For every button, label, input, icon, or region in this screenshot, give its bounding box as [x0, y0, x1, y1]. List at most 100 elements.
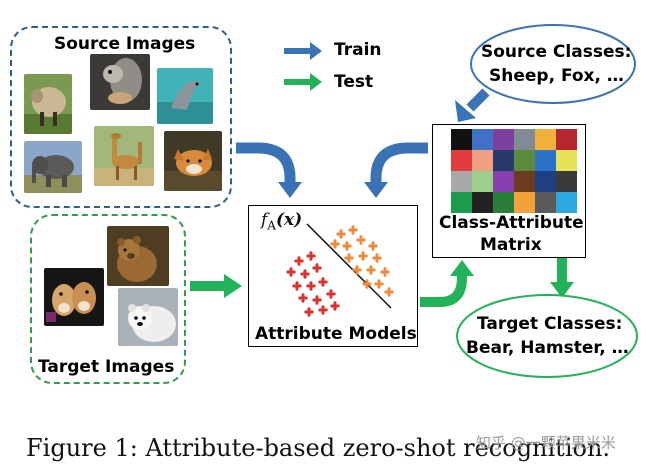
attribute-models-label: Attribute Models: [255, 324, 417, 344]
matrix-cell: [514, 192, 535, 213]
cross-marker: [298, 293, 308, 303]
cross-marker: [286, 267, 296, 277]
source-images-label: Source Images: [54, 34, 196, 54]
matrix-cell: [514, 129, 535, 150]
cross-marker: [330, 301, 340, 311]
source-images-group: [10, 26, 232, 208]
cross-marker: [330, 239, 340, 249]
cross-marker: [318, 305, 328, 315]
matrix-cell: [493, 129, 514, 150]
class-attribute-matrix-panel: Class-Attribute Matrix: [432, 124, 586, 258]
cross-marker: [368, 241, 378, 251]
source-classes-title: Source Classes:: [481, 42, 632, 62]
cross-marker: [336, 229, 346, 239]
cross-marker: [348, 225, 358, 235]
cross-marker: [326, 289, 336, 299]
test-arrow-models-to-matrix: [420, 274, 467, 307]
matrix-cell: [535, 192, 556, 213]
matrix-cell: [472, 129, 493, 150]
attribute-model-formula: fA(x): [261, 210, 302, 232]
target-images-group: [30, 214, 186, 384]
matrix-cell: [535, 171, 556, 192]
matrix-title-line2: Matrix: [480, 235, 542, 255]
formula-argument: (x): [275, 210, 303, 230]
matrix-cell: [451, 150, 472, 171]
cross-marker: [362, 279, 372, 289]
target-classes-ellipse: [456, 294, 638, 378]
matrix-cell: [451, 192, 472, 213]
cross-marker: [380, 267, 390, 277]
cross-marker: [300, 269, 310, 279]
watermark: 知乎 @一颗苹果米米: [476, 434, 616, 452]
hamster-photo: [44, 268, 104, 326]
matrix-cell: [514, 171, 535, 192]
matrix-cell: [472, 150, 493, 171]
cross-marker: [384, 287, 394, 297]
cross-marker: [372, 253, 382, 263]
cross-marker: [312, 263, 322, 273]
matrix-cell: [514, 150, 535, 171]
train-arrow-source-to-models: [236, 142, 296, 184]
matrix-cell: [556, 150, 577, 171]
train-arrow-classes-to-matrix: [466, 88, 490, 112]
squirrel-photo: [90, 54, 150, 110]
cross-marker: [304, 307, 314, 317]
matrix-cell: [556, 129, 577, 150]
class-attribute-matrix-grid: [451, 129, 577, 213]
cross-marker: [352, 265, 362, 275]
target-classes-list: Bear, Hamster, …: [466, 338, 629, 358]
matrix-cell: [535, 129, 556, 150]
target-classes-title: Target Classes:: [477, 314, 623, 334]
dolphin-photo: [157, 68, 213, 124]
train-arrow-icon: [284, 42, 322, 60]
negative-samples: [330, 225, 394, 297]
test-arrow-icon: [284, 73, 322, 91]
test-arrowhead-models: [450, 260, 474, 276]
cross-marker: [344, 253, 354, 263]
formula-f: f: [261, 210, 268, 230]
cross-marker: [306, 251, 316, 261]
formula-subscript: A: [267, 218, 276, 233]
matrix-cell: [472, 171, 493, 192]
polar-bear-photo: [118, 288, 178, 346]
matrix-cell: [556, 171, 577, 192]
cross-marker: [358, 251, 368, 261]
source-classes-ellipse: [470, 24, 636, 104]
train-arrowhead-matrix: [364, 182, 388, 198]
train-arrow-matrix-to-models: [370, 142, 428, 184]
fox-photo: [164, 131, 222, 191]
cross-marker: [294, 256, 304, 266]
figure-caption: Figure 1: Attribute-based zero-shot reco…: [26, 434, 611, 462]
matrix-cell: [493, 192, 514, 213]
matrix-cell: [556, 192, 577, 213]
train-arrowhead-classes: [455, 100, 476, 122]
train-arrowhead-source: [278, 182, 302, 198]
positive-samples: [286, 251, 340, 317]
matrix-cell: [451, 171, 472, 192]
matrix-cell: [472, 192, 493, 213]
cross-marker: [312, 295, 322, 305]
cross-marker: [318, 277, 328, 287]
cross-marker: [366, 265, 376, 275]
matrix-cell: [451, 129, 472, 150]
source-classes-list: Sheep, Fox, …: [489, 66, 624, 86]
cross-marker: [342, 241, 352, 251]
cross-marker: [374, 279, 384, 289]
attribute-models-plot: [286, 223, 394, 317]
matrix-cell: [493, 150, 514, 171]
test-arrowhead-matrix: [550, 282, 574, 298]
cross-marker: [306, 281, 316, 291]
bear-photo: [107, 226, 169, 286]
cross-marker: [292, 281, 302, 291]
matrix-cell: [535, 150, 556, 171]
test-arrowhead-target: [224, 274, 242, 298]
giraffe-photo: [94, 126, 154, 186]
legend-test-label: Test: [334, 72, 374, 92]
cross-marker: [356, 235, 366, 245]
legend-train-label: Train: [334, 40, 382, 60]
elephant-photo: [24, 141, 82, 193]
sheep-photo: [24, 74, 72, 134]
decision-boundary: [306, 223, 392, 309]
